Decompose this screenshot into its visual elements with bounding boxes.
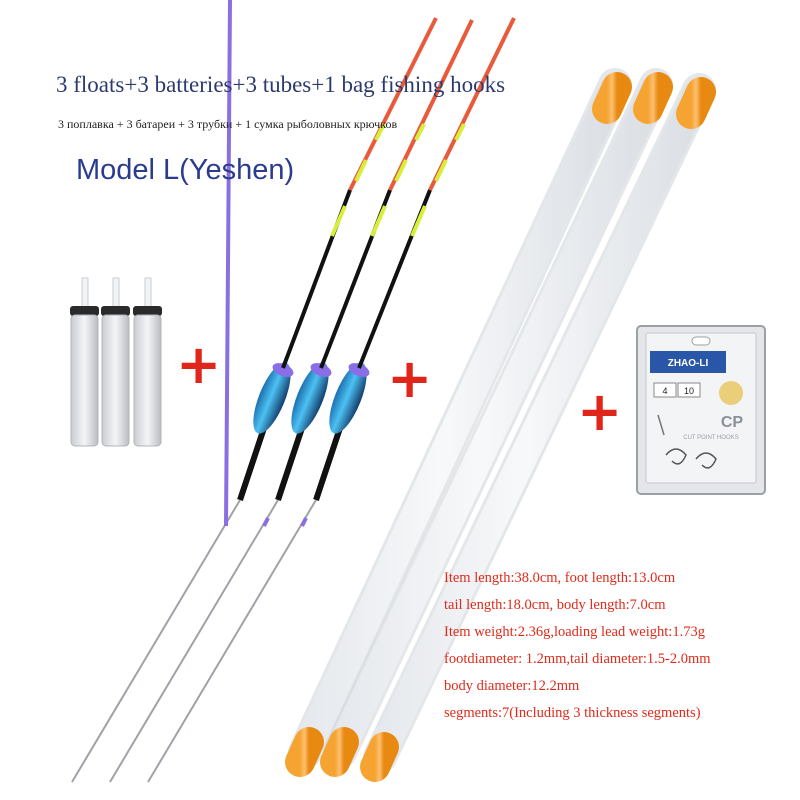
- storage-tube-icon: [320, 68, 673, 777]
- spec-item: body diameter:12.2mm: [444, 678, 580, 694]
- fishing-floats: [71, 0, 516, 783]
- package-hook-text: CUT POINT HOOKS: [683, 435, 738, 441]
- fishing-float-icon: [109, 19, 474, 783]
- storage-tube-icon: [360, 73, 716, 782]
- spec-item: Item length:38.0cm, foot length:13.0cm: [444, 570, 676, 586]
- title-english: 3 floats+3 batteries+3 tubes+1 bag fishi…: [56, 72, 506, 97]
- batteries: [70, 277, 162, 447]
- plus-sign: +: [176, 333, 222, 396]
- hook-package-icon: ZHAO-LI 4 10 CP CUT POINT HOOKS: [636, 325, 766, 495]
- title-russian: 3 поплавка + 3 батареи + 3 трубки + 1 су…: [58, 117, 398, 131]
- battery-icon: [101, 277, 130, 447]
- storage-tube-icon: [285, 68, 632, 777]
- fishing-float-icon: [71, 0, 438, 783]
- battery-icon: [133, 277, 162, 447]
- spec-list: Item length:38.0cm, foot length:13.0cm t…: [444, 565, 794, 727]
- spec-item: footdiameter: 1.2mm,tail diameter:1.5-2.…: [444, 651, 711, 667]
- plus-sign: +: [387, 347, 433, 410]
- spec-item: Item weight:2.36g,loading lead weight:1.…: [444, 624, 705, 640]
- storage-tubes: [285, 68, 716, 782]
- spec-item: tail length:18.0cm, body length:7.0cm: [444, 597, 666, 613]
- package-logo: CP: [721, 414, 744, 431]
- spec-item: segments:7(Including 3 thickness segment…: [444, 705, 701, 721]
- battery-icon: [70, 277, 99, 447]
- package-count: 10: [684, 386, 694, 396]
- fishing-float-icon: [147, 17, 516, 783]
- package-brand: ZHAO-LI: [668, 358, 709, 369]
- model-label: Model L(Yeshen): [76, 154, 295, 186]
- package-size: 4: [662, 386, 667, 396]
- plus-sign: +: [577, 380, 623, 443]
